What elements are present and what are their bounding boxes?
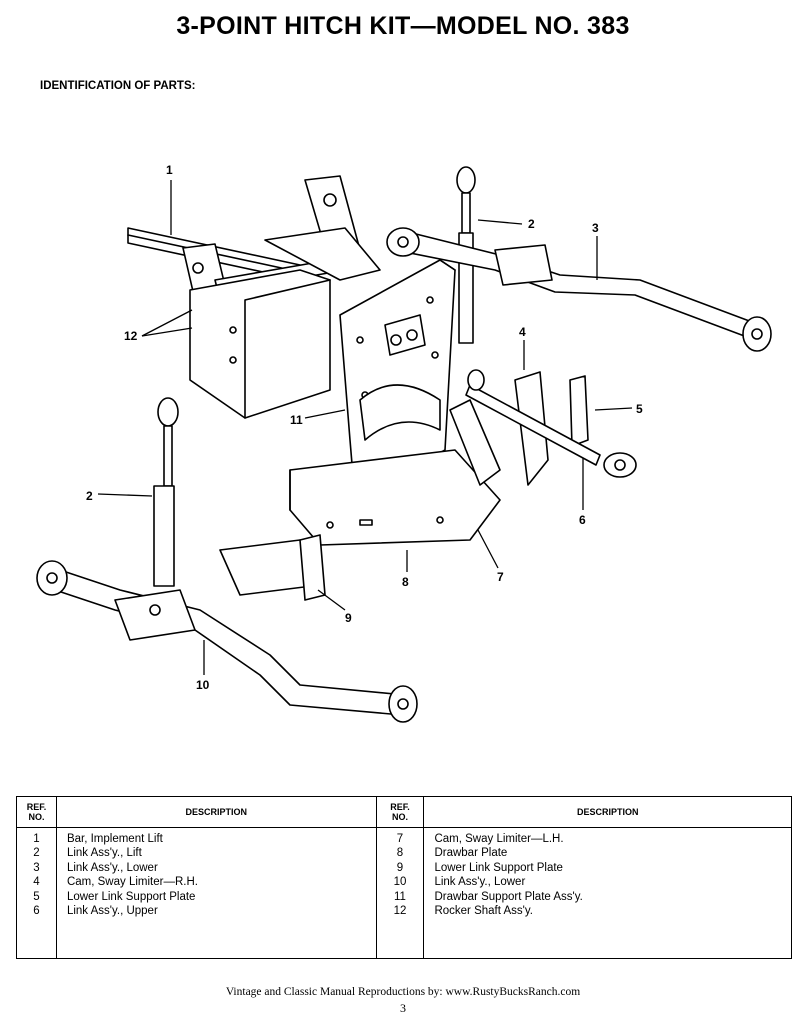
table-cell: Cam, Sway Limiter—L.H. bbox=[434, 833, 564, 845]
parts-table-body: 1 2 3 4 5 6 Bar, Implement Lift Link Ass… bbox=[16, 827, 792, 959]
callout-leaders bbox=[97, 180, 633, 675]
table-cell: Link Ass'y., Lower bbox=[66, 861, 158, 874]
table-cell: Bar, Implement Lift bbox=[66, 833, 163, 845]
drawbar-support-plate bbox=[339, 259, 456, 501]
parts-table: REF. NO. DESCRIPTION REF. NO. DESCRIPTIO… bbox=[16, 796, 792, 959]
ref-col-left: 1 2 3 4 5 6 bbox=[16, 827, 57, 959]
page-title: 3-POINT HITCH KIT—MODEL NO. 383 bbox=[176, 12, 630, 40]
table-cell: Drawbar Support Plate Ass'y. bbox=[434, 890, 583, 903]
table-cell: Cam, Sway Limiter—R.H. bbox=[66, 876, 198, 889]
clamp-bracket bbox=[359, 384, 441, 441]
callout-11: 11 bbox=[290, 413, 303, 427]
support-housing bbox=[189, 227, 381, 419]
ref-header-left-line1: REF. bbox=[26, 802, 47, 812]
desc-col-left: Bar, Implement Lift Link Ass'y., Lift Li… bbox=[55, 827, 377, 959]
table-cell: Link Ass'y., Lift bbox=[66, 847, 142, 860]
exploded-parts-diagram: 1 2 3 4 5 6 7 8 9 10 11 12 2 bbox=[0, 140, 806, 740]
parts-table-header: REF. NO. DESCRIPTION REF. NO. DESCRIPTIO… bbox=[16, 796, 792, 828]
desc-header-right: DESCRIPTION bbox=[423, 796, 792, 828]
callout-6: 6 bbox=[579, 513, 586, 527]
ref-header-right: REF. NO. bbox=[375, 796, 425, 828]
table-cell: 10 bbox=[393, 876, 407, 889]
ref-header-right-line1: REF. bbox=[390, 802, 410, 812]
callout-8: 8 bbox=[402, 575, 409, 589]
table-cell: Lower Link Support Plate bbox=[434, 861, 563, 874]
callout-5: 5 bbox=[636, 402, 643, 416]
desc-col-right: Cam, Sway Limiter—L.H. Drawbar Plate Low… bbox=[423, 827, 792, 959]
table-cell: Lower Link Support Plate bbox=[66, 890, 196, 903]
desc-header-left: DESCRIPTION bbox=[55, 796, 377, 828]
right-lower-link bbox=[386, 227, 772, 352]
callout-3: 3 bbox=[592, 221, 599, 235]
table-cell: Link Ass'y., Lower bbox=[434, 876, 526, 889]
upper-link-assembly bbox=[465, 369, 637, 478]
callout-4: 4 bbox=[519, 325, 526, 339]
ref-header-left-line2: NO. bbox=[28, 812, 45, 822]
callout-12: 12 bbox=[124, 329, 138, 343]
table-cell: 12 bbox=[393, 905, 407, 918]
left-lift-link bbox=[153, 397, 179, 587]
callout-1: 1 bbox=[166, 163, 173, 177]
page-number: 3 bbox=[400, 1001, 406, 1015]
table-cell: 8 bbox=[396, 847, 404, 860]
table-cell: Link Ass'y., Upper bbox=[66, 905, 158, 918]
callout-10: 10 bbox=[196, 678, 210, 692]
callout-7: 7 bbox=[497, 570, 504, 584]
table-cell: 3 bbox=[33, 861, 40, 874]
lower-link-support-plates bbox=[219, 375, 589, 601]
table-cell: 7 bbox=[396, 833, 404, 845]
diagram-svg: 1 2 3 4 5 6 7 8 9 10 11 12 2 bbox=[36, 163, 772, 723]
table-cell: 2 bbox=[33, 847, 40, 860]
table-cell: 9 bbox=[396, 861, 404, 874]
ref-header-left: REF. NO. bbox=[16, 796, 57, 828]
table-cell: Drawbar Plate bbox=[434, 847, 508, 860]
drawbar-plate bbox=[289, 449, 501, 546]
footer-credit: Vintage and Classic Manual Reproductions… bbox=[225, 986, 581, 998]
callout-labels: 1 2 3 4 5 6 7 8 9 10 11 12 2 bbox=[86, 163, 643, 692]
ref-header-right-line2: NO. bbox=[391, 812, 408, 822]
callout-2-left: 2 bbox=[86, 489, 93, 503]
table-cell: 11 bbox=[394, 890, 406, 903]
table-cell: 1 bbox=[33, 833, 40, 845]
table-cell: Rocker Shaft Ass'y. bbox=[434, 905, 533, 918]
table-cell: 5 bbox=[33, 890, 40, 903]
left-lower-link bbox=[36, 560, 418, 723]
ref-col-right: 7 8 9 10 11 12 bbox=[375, 827, 425, 959]
section-subtitle: IDENTIFICATION OF PARTS: bbox=[40, 80, 196, 92]
table-cell: 4 bbox=[33, 876, 40, 889]
callout-2-right: 2 bbox=[528, 217, 535, 231]
callout-9: 9 bbox=[345, 611, 352, 625]
table-cell: 6 bbox=[33, 905, 40, 918]
